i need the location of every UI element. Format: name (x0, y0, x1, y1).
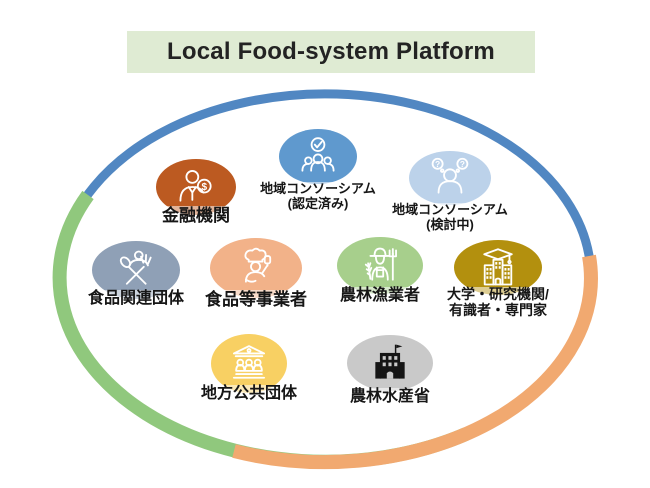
consortium-pending-bubble: ? ? (409, 151, 491, 205)
ring-arc-blue (58, 89, 595, 263)
financial-label: 金融機関 (159, 206, 233, 225)
ring-arc-orange (232, 254, 598, 470)
maff-label: 農林水産省 (346, 388, 434, 406)
svg-text:$: $ (201, 182, 207, 193)
university-label: 大学・研究機関/ 有識者・専門家 (444, 286, 552, 318)
farmers-bubble (337, 237, 423, 294)
local-government-label: 地方公共団体 (197, 385, 301, 403)
consortium-certified-bubble (279, 129, 357, 184)
financial-bubble: $ (156, 159, 236, 215)
maff-bubble (347, 335, 433, 391)
person-question-icon: ? ? (431, 157, 469, 194)
svg-text:?: ? (460, 160, 465, 169)
node-farmers: 農林漁業者 (336, 237, 424, 305)
node-food-businesses: 食品等事業者 (202, 238, 310, 309)
page-title: Local Food-system Platform (127, 31, 535, 73)
chef-icon (244, 247, 272, 283)
food-businesses-label: 食品等事業者 (202, 290, 310, 309)
node-food-organizations: 食品関連団体 (84, 241, 188, 308)
farmers-label: 農林漁業者 (336, 287, 424, 305)
consortium-pending-label: 地域コンソーシアム (検討中) (389, 202, 511, 232)
ministry-building-icon (375, 344, 405, 379)
node-consortium-pending: ? ? 地域コンソーシアム (検討中) (389, 151, 511, 232)
university-cap-icon (483, 247, 513, 285)
consortium-certified-label: 地域コンソーシアム (認定済み) (257, 181, 379, 211)
node-consortium-certified: 地域コンソーシアム (認定済み) (257, 129, 379, 211)
government-building-icon (232, 344, 266, 379)
ring-arc-green (52, 190, 469, 469)
svg-text:?: ? (435, 160, 440, 169)
banker-coin-icon: $ (179, 170, 212, 202)
node-maff: 農林水産省 (346, 335, 434, 406)
food-organizations-bubble (92, 241, 180, 299)
group-check-icon (301, 136, 335, 172)
university-bubble (454, 240, 542, 295)
farmer-icon (364, 247, 397, 281)
food-businesses-bubble (210, 238, 302, 298)
cutlery-person-icon (119, 250, 152, 285)
node-financial: $ 金融機関 (156, 159, 236, 225)
local-government-bubble (211, 334, 287, 393)
food-organizations-label: 食品関連団体 (84, 290, 188, 308)
node-university: 大学・研究機関/ 有識者・専門家 (444, 240, 552, 318)
node-local-government: 地方公共団体 (197, 334, 301, 403)
